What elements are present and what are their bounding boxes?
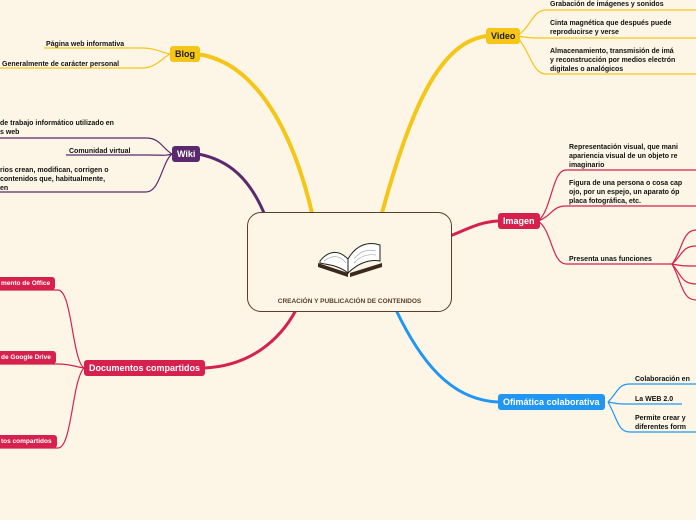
leaf-wiki-comunidad-virtual[interactable]: Comunidad virtual — [69, 147, 130, 156]
leaf-ofimatica-permite-crear[interactable]: Permite crear y — [635, 414, 686, 423]
leaf-wiki-usuarios-crean-2: contenidos que, habitualmente, — [0, 175, 105, 184]
leaf-docs-google-drive[interactable]: de Google Drive — [0, 351, 56, 364]
open-book-icon — [314, 233, 386, 281]
leaf-video-grabacion[interactable]: Grabación de imágenes y sonidos — [550, 0, 664, 9]
leaf-imagen-representacion-3: imaginario — [569, 161, 604, 170]
leaf-video-almacenamiento[interactable]: Almacenamiento, transmisión de imá — [550, 47, 674, 56]
branch-blog — [196, 54, 312, 213]
branch-imagen — [450, 221, 498, 236]
leaf-imagen-representacion-2: apariencia visual de un objeto re — [569, 152, 678, 161]
leaf-ofimatica-permite-crear-2: diferentes form — [635, 423, 686, 432]
node-imagen[interactable]: Imagen — [498, 213, 540, 229]
leaf-video-almacenamiento-2: y reconstrucción por medios electrón — [550, 56, 675, 65]
branch-docs — [204, 310, 296, 368]
node-ofimatica-colaborativa[interactable]: Ofimática colaborativa — [498, 394, 605, 410]
leaf-wiki-usuarios-crean[interactable]: rios crean, modifican, corrigen o — [0, 166, 109, 175]
leaf-video-cinta-magnetica[interactable]: Cinta magnética que después puede — [550, 19, 671, 28]
branch-ofimatica — [396, 310, 498, 402]
leaf-video-almacenamiento-3: digitales o analógicos — [550, 65, 623, 74]
leaf-imagen-funciones[interactable]: Presenta unas funciones — [569, 255, 652, 264]
leaf-video-cinta-magnetica-2: reproducirse y verse — [550, 28, 619, 37]
leaf-wiki-trabajo-informatico-2: s web — [0, 128, 19, 137]
leaf-ofimatica-colaboracion[interactable]: Colaboración en — [635, 375, 690, 384]
leaf-ofimatica-web20[interactable]: La WEB 2.0 — [635, 395, 673, 404]
leaf-imagen-representacion[interactable]: Representación visual, que mani — [569, 143, 678, 152]
leaf-docs-compartidos[interactable]: tos compartidos — [0, 435, 57, 448]
node-blog[interactable]: Blog — [170, 46, 200, 62]
node-wiki[interactable]: Wiki — [172, 146, 200, 162]
leaf-docs-office[interactable]: mento de Office — [0, 277, 55, 290]
central-topic-label: CREACIÓN Y PUBLICACIÓN DE CONTENIDOS — [248, 298, 451, 305]
leaf-imagen-figura-2: ojo, por un espejo, un aparato óp — [569, 188, 679, 197]
node-video[interactable]: Video — [486, 28, 520, 44]
leaf-wiki-trabajo-informatico[interactable]: de trabajo informático utilizado en — [0, 119, 114, 128]
leaf-wiki-usuarios-crean-3: en — [0, 184, 8, 193]
leaf-imagen-figura[interactable]: Figura de una persona o cosa cap — [569, 179, 682, 188]
leaf-blog-caracter-personal[interactable]: Generalmente de carácter personal — [2, 60, 119, 69]
central-topic[interactable]: CREACIÓN Y PUBLICACIÓN DE CONTENIDOS — [247, 212, 452, 312]
branch-wiki — [198, 154, 264, 213]
node-documentos-compartidos[interactable]: Documentos compartidos — [84, 360, 205, 376]
leaf-imagen-figura-3: placa fotográfica, etc. — [569, 197, 641, 206]
leaf-blog-pagina-web[interactable]: Página web informativa — [46, 40, 124, 49]
branch-video — [382, 36, 488, 213]
